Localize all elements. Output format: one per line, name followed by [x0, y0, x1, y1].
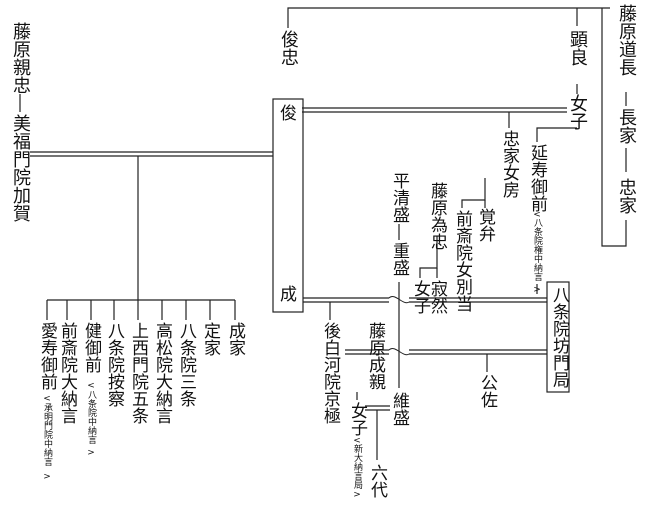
name-hachijoin-bomon: 八条院坊門局 — [549, 286, 569, 388]
name-nagaie: 長家 — [616, 108, 637, 144]
line-michinaga-toshitada — [287, 7, 610, 28]
name-rokudai: 六代 — [367, 464, 387, 498]
name-nyoshi3: 女子 — [347, 402, 367, 436]
name-toshi: 俊 — [280, 104, 297, 124]
name-tsuneie-nyobo: 忠家女房 — [499, 130, 519, 198]
bracket-nyoshi3-open: < — [352, 436, 362, 446]
name-narie: 成家 — [225, 322, 245, 356]
note-enju: 八条院権中納言 — [532, 218, 542, 281]
name-toshitada: 俊忠 — [278, 30, 299, 66]
name-hachijo-sanjo: 八条院三条 — [176, 322, 196, 407]
name-kamisaimon-gojo: 上西門院五条 — [128, 322, 148, 424]
note-ken: 八条院中納言 — [86, 390, 96, 444]
name-kimisuke: 公佐 — [477, 374, 497, 408]
line-tamenori-jakunen — [419, 236, 438, 278]
name-zensaiin-betto: 前斎院女別当 — [452, 210, 472, 312]
line-tadaie-down — [601, 8, 627, 247]
name-taira-kiyomori: 平清盛 — [389, 172, 409, 223]
line-chikatada-kaga — [19, 94, 21, 112]
name-sadaie: 定家 — [200, 322, 220, 356]
toshi-box — [272, 98, 304, 313]
name-aiju-gozen: 愛寿御前 — [37, 322, 57, 390]
name-takamatsu-dainagon: 高松院大納言 — [152, 322, 172, 424]
name-nari: 成 — [280, 285, 297, 305]
note-aiju: 承明門院中納言 — [42, 403, 52, 466]
name-jakunen: 寂然 — [427, 280, 447, 314]
name-kakuben: 覚弁 — [475, 208, 495, 242]
bracket-aiju-open: < — [42, 394, 52, 404]
name-koreyori: 維盛 — [389, 392, 409, 426]
name-bifukumonin-kaga: 美福門院加賀 — [10, 114, 31, 222]
name-fujiwara-michinaga: 藤原道長 — [616, 4, 637, 76]
name-shigemori: 重盛 — [389, 242, 409, 276]
name-zensaiin-dainagon: 前斎院大納言 — [57, 322, 77, 424]
bracket-enju-open: < — [532, 210, 542, 220]
name-goshirakawa-kyogoku: 後白河院京極 — [320, 322, 340, 424]
name-tadaie: 忠家 — [616, 178, 637, 214]
bracket-nyoshi3-close: > — [352, 490, 362, 500]
bracket-ken-close: > — [86, 448, 96, 458]
name-ken-gozen: 健御前 — [81, 322, 101, 373]
name-fujiwara-chikatada: 藤原親忠 — [10, 22, 31, 94]
bracket-enju-close: > — [532, 285, 542, 295]
name-nyoshi2: 女子 — [410, 280, 430, 314]
name-fujiwara-tamenori: 藤原為忠 — [427, 182, 447, 250]
line-nyoshi-enju — [536, 127, 577, 142]
hachijoin-box — [546, 281, 570, 393]
note-nyoshi3: 新大納言局 — [352, 444, 362, 489]
name-akiyoshi: 顕良 — [567, 30, 588, 66]
name-hachijo-azechi: 八条院按察 — [104, 322, 124, 407]
name-fujiwara-narichika: 藤原成親 — [365, 322, 385, 390]
bracket-ken-open: < — [86, 381, 96, 391]
name-nyoshi: 女子 — [567, 94, 588, 130]
line-nyobo-kakuben — [461, 178, 486, 208]
name-enju-gozen: 延寿御前 — [527, 144, 547, 212]
bracket-aiju-close: > — [42, 472, 52, 482]
